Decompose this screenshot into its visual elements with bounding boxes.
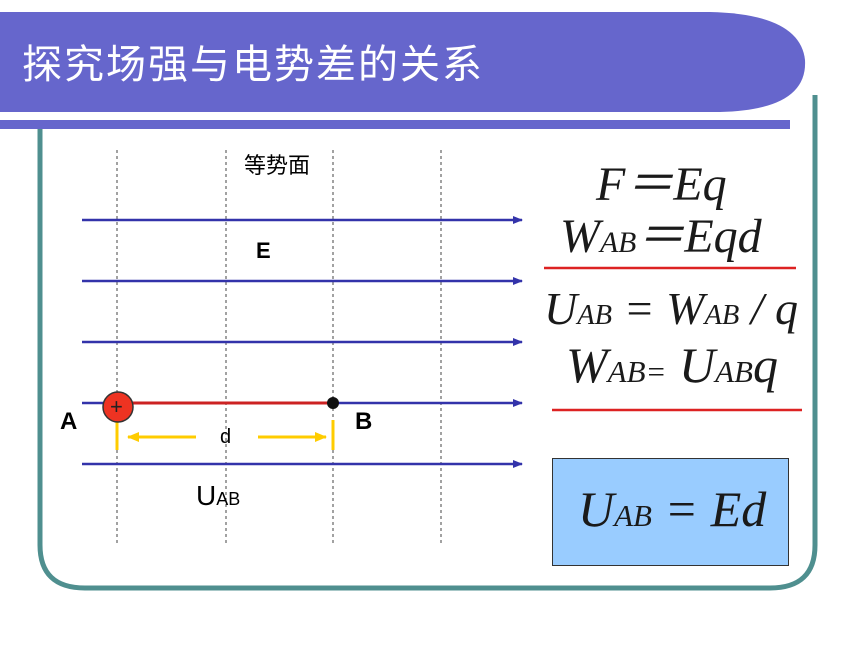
eq4-sub2: AB [715, 354, 753, 389]
eq5-u: U [578, 481, 615, 537]
equation-voltage: UAB = WAB / q [544, 282, 798, 335]
voltage-label-sub: AB [216, 489, 241, 509]
point-b-label: B [355, 408, 373, 435]
voltage-label: UAB [196, 480, 240, 512]
equation-result: UAB = Ed [578, 480, 766, 538]
slide-frame [37, 95, 818, 591]
equipotential-lines [116, 150, 442, 545]
eq4-w: W [566, 337, 608, 393]
voltage-label-main: U [196, 480, 217, 511]
equipotential-label: 等势面 [244, 154, 311, 179]
distance-marker [115, 420, 335, 450]
page-title: 探究场强与电势差的关系 [22, 42, 484, 88]
distance-label: d [220, 426, 232, 448]
result-box [552, 458, 789, 566]
field-lines [82, 216, 523, 468]
eq2-rest: ＝Eqd [636, 210, 762, 263]
eq2-w: W [560, 210, 600, 263]
eq4-sub: AB= [607, 354, 667, 389]
eq2-sub: AB [599, 226, 637, 259]
point-b-dot [327, 397, 339, 409]
equation-force: F＝Eq [596, 158, 727, 211]
equation-work-voltage: WAB= UABq [566, 336, 778, 394]
eq4-rest: q [752, 337, 778, 393]
eq3-sub: AB [577, 300, 613, 331]
eq5-sub: AB [614, 498, 652, 533]
eq3-rest: / q [739, 283, 799, 334]
eq4-u: U [666, 337, 716, 393]
eq3-u: U [544, 283, 578, 334]
equation-work: WAB＝Eqd [560, 196, 762, 266]
eq5-rest: = Ed [651, 481, 767, 537]
field-label: E [256, 238, 271, 263]
eq3-mid: = W [612, 283, 705, 334]
title-banner [0, 12, 806, 112]
positive-charge [102, 391, 134, 423]
banner-underline [0, 120, 790, 129]
charge-sign: + [110, 394, 123, 419]
point-a-label: A [60, 408, 78, 435]
eq3-sub2: AB [704, 300, 740, 331]
